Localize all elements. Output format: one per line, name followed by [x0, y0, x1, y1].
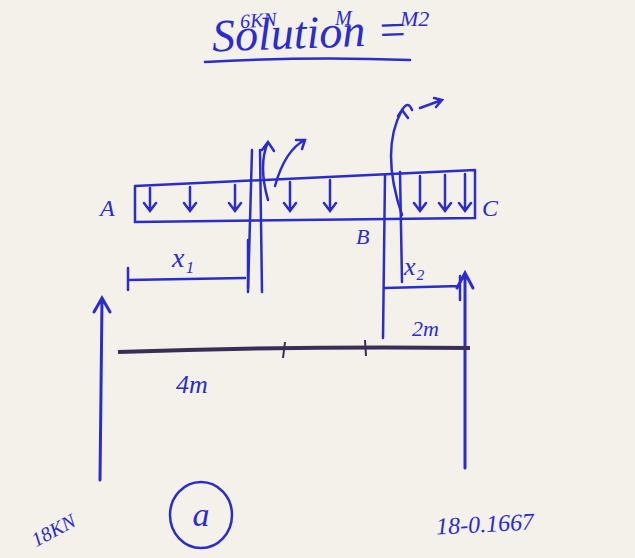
section-cut	[248, 150, 262, 292]
load-label: 6KN	[239, 9, 277, 32]
dimension-label: 4m	[176, 372, 208, 398]
load-arrows	[144, 174, 471, 211]
dimension-label: x₂	[404, 254, 425, 280]
section-cut	[383, 172, 402, 338]
shear-arrow	[262, 142, 274, 200]
moment-label: M2	[400, 8, 429, 30]
moment-label: M	[335, 8, 352, 28]
dimension-label: x₁	[172, 244, 194, 272]
moment-arrow	[275, 140, 305, 186]
moment-arrow	[391, 105, 412, 215]
moment-arrow	[420, 98, 442, 108]
title-underline	[205, 58, 410, 62]
span-line	[118, 348, 470, 353]
point-label: B	[356, 226, 369, 248]
point-label: A	[100, 196, 115, 220]
dimension-line	[128, 240, 248, 290]
span-tick	[283, 340, 366, 358]
beam-outline	[135, 170, 475, 222]
circled-label: a	[168, 480, 234, 550]
circle-text: a	[193, 498, 210, 532]
reaction-label: 18KN	[28, 510, 79, 550]
reaction-arrow	[457, 273, 473, 468]
dimension-label: 2m	[412, 318, 439, 340]
reaction-label: 18-0.1667	[435, 509, 534, 538]
point-label: C	[482, 196, 498, 220]
reaction-arrow	[94, 298, 110, 480]
